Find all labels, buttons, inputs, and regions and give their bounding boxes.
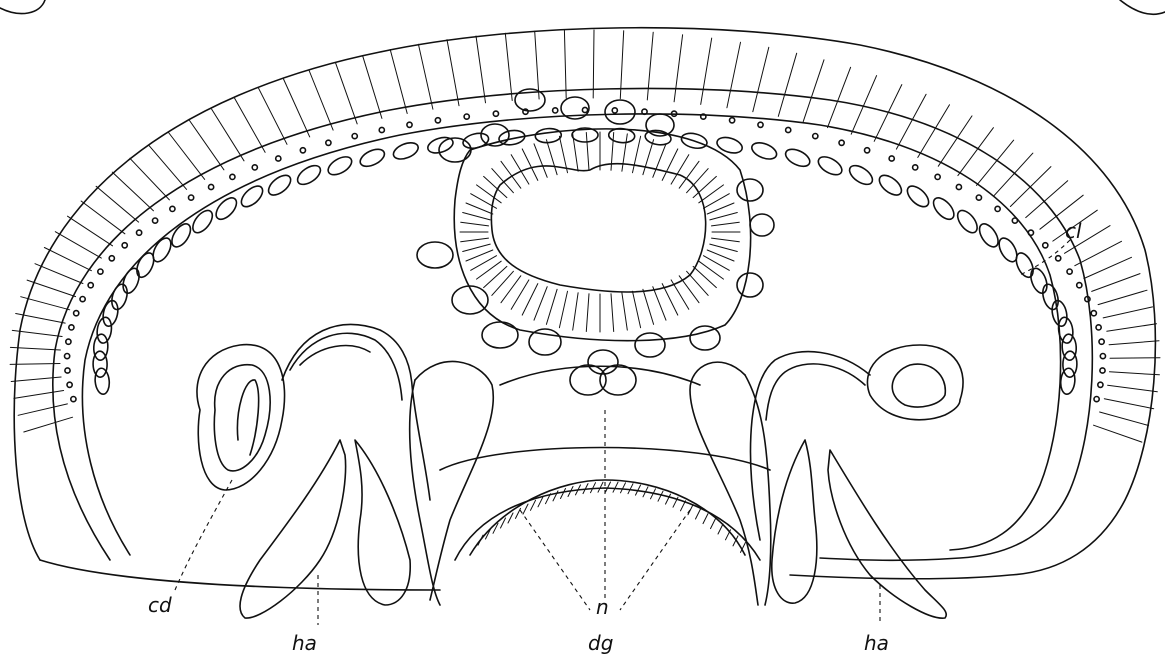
gland-right xyxy=(690,362,817,605)
body-outer-outline xyxy=(14,28,1155,579)
gut-outer-wall xyxy=(454,129,750,341)
label-dg: dg xyxy=(588,631,613,655)
ventral-groove-hatching xyxy=(478,482,746,552)
label-ha-right: ha xyxy=(864,631,889,655)
epithelium-cell-lines xyxy=(10,30,1160,442)
gut-wall-striations xyxy=(460,132,740,332)
leader-dg-left xyxy=(520,510,590,610)
leader-dg-right xyxy=(620,510,690,610)
epithelium-nuclei xyxy=(65,107,1106,401)
coiled-duct-right xyxy=(750,345,963,540)
corner-fragment-left xyxy=(0,0,45,14)
coiled-duct-left xyxy=(197,324,430,500)
mesoderm-cells xyxy=(93,128,1077,395)
label-ha-left: ha xyxy=(292,631,317,655)
gut-lumen xyxy=(491,164,705,292)
hood-appendage-left xyxy=(240,440,346,618)
corner-fragment-right xyxy=(1120,0,1165,14)
epithelium-inner-boundary xyxy=(53,89,1093,561)
label-cl: cl xyxy=(1065,219,1082,243)
body-left-bottom xyxy=(40,560,440,590)
hood-appendage-right xyxy=(828,450,946,618)
label-n: n xyxy=(596,595,609,619)
label-cd: cd xyxy=(148,593,172,617)
gland-left xyxy=(355,361,493,605)
leader-cd xyxy=(175,480,232,590)
ventral-groove-lower xyxy=(455,488,760,560)
